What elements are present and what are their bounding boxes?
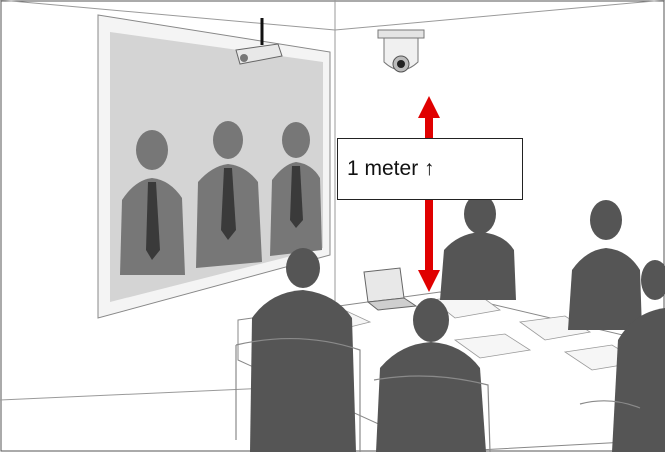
ptz-camera-icon	[378, 30, 424, 72]
height-label: 1 meter ↑	[347, 157, 435, 181]
height-label-box: 1 meter ↑	[337, 138, 523, 200]
